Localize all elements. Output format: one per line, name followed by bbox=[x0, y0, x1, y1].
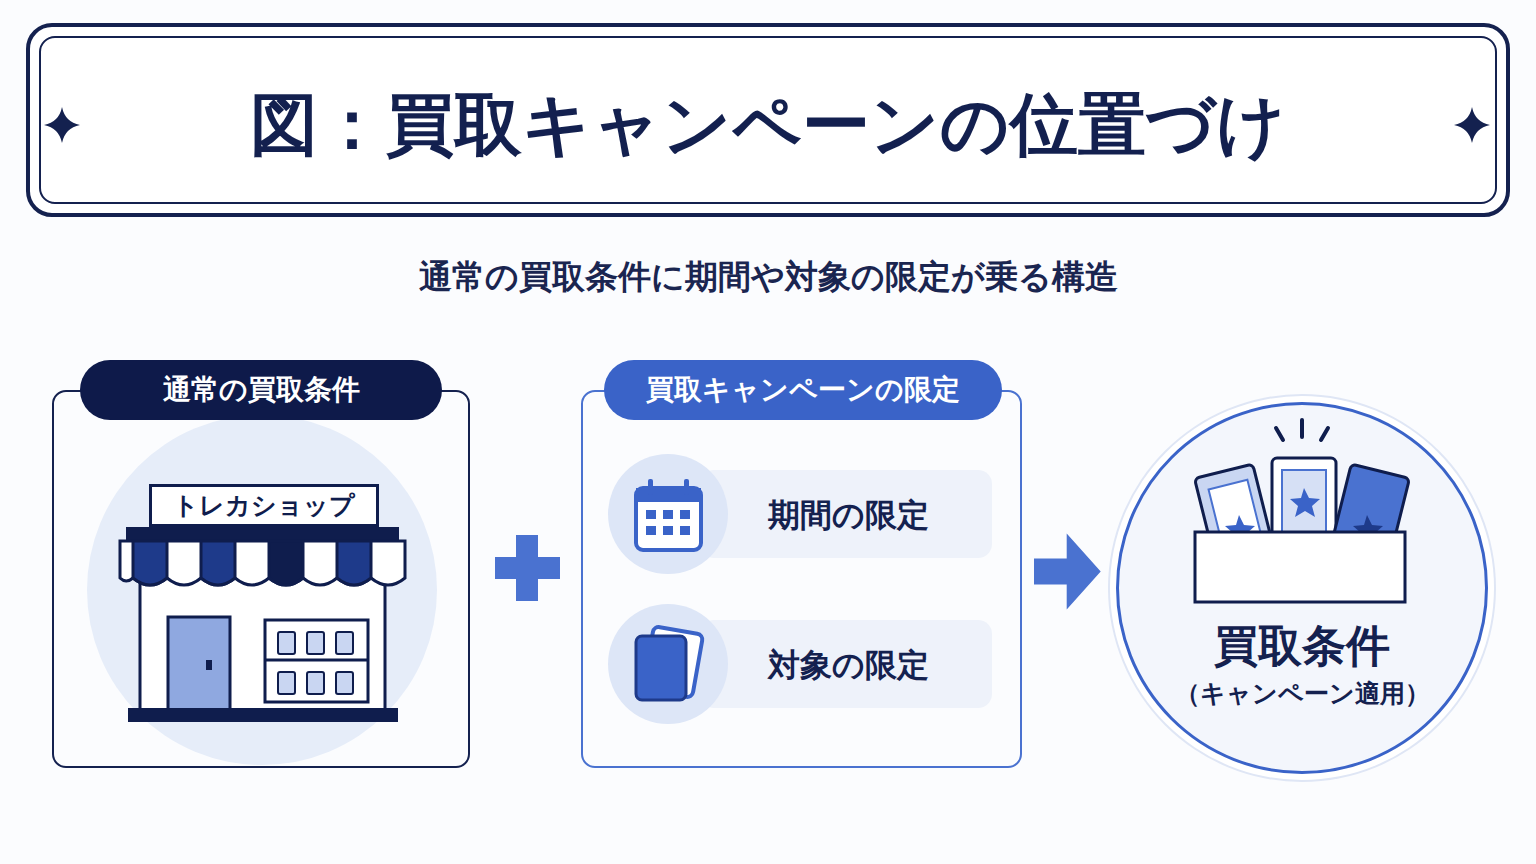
result-circle: 買取条件（キャンペーン適用） bbox=[1116, 402, 1488, 774]
shop-sign: トレカショップ bbox=[149, 484, 379, 527]
subtitle: 通常の買取条件に期間や対象の限定が乗る構造 bbox=[100, 252, 1436, 302]
item-label: 対象の限定 bbox=[702, 622, 994, 710]
section-heading: 買取キャンペーンの限定 bbox=[604, 360, 1002, 420]
title: 図：買取キャンペーンの位置づけ bbox=[40, 70, 1496, 180]
limit-item: 対象の限定 bbox=[614, 622, 994, 710]
limit-item: 期間の限定 bbox=[614, 472, 994, 560]
condition-box: 通常の買取条件トレカショップ bbox=[52, 390, 470, 768]
result-note: （キャンペーン適用） bbox=[1149, 673, 1455, 713]
section-heading: 通常の買取条件 bbox=[80, 360, 442, 420]
sign-text: トレカショップ bbox=[152, 487, 376, 524]
result-title: 買取条件 bbox=[1159, 617, 1445, 675]
flow-arrow bbox=[1034, 534, 1101, 610]
limit-box: 買取キャンペーンの限定期間の限定対象の限定 bbox=[581, 390, 1022, 768]
item-label: 期間の限定 bbox=[702, 472, 994, 560]
